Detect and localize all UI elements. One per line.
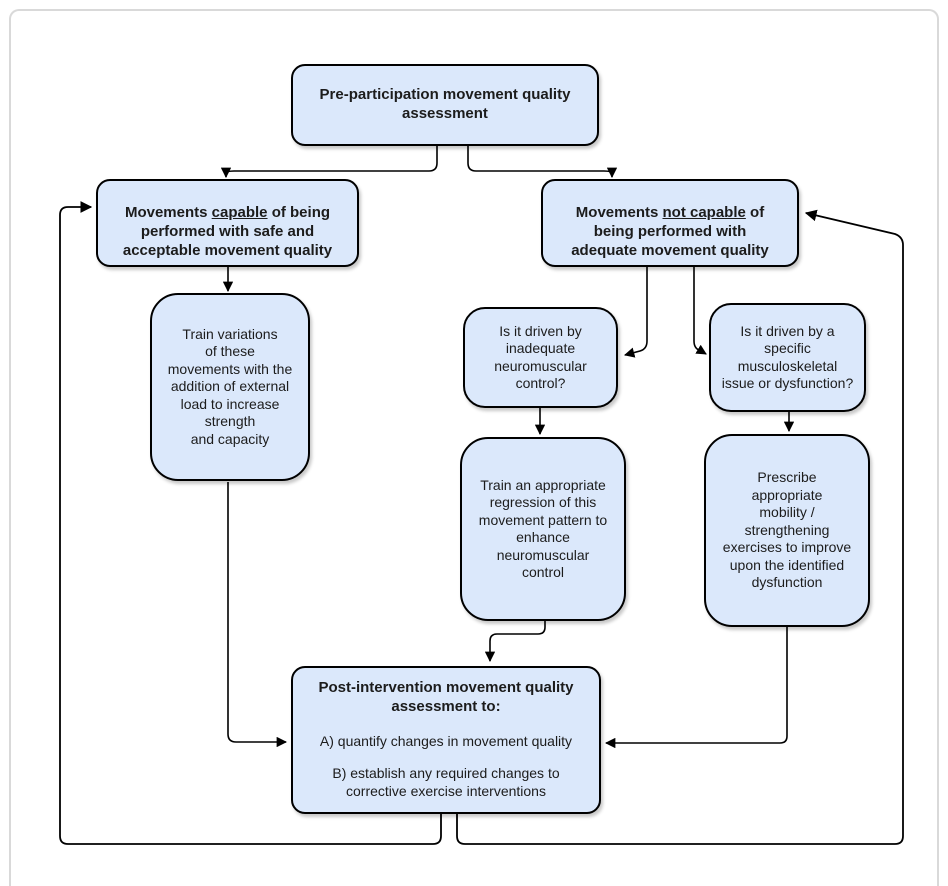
edge-train-variations-to-post <box>227 482 288 748</box>
node-movements-not-capable: Movements not capable of being performed… <box>541 179 799 267</box>
edge-regression-to-post <box>484 621 546 663</box>
node-post-intervention-assessment: Post-intervention movement quality asses… <box>291 666 601 814</box>
post-assessment-heading: Post-intervention movement quality asses… <box>318 679 574 715</box>
node-label: Prescribe appropriate mobility / strengt… <box>722 469 852 591</box>
node-train-regression: Train an appropriate regression of this … <box>460 437 626 621</box>
node-label: Is it driven by inadequate neuromuscular… <box>494 322 587 392</box>
node-label: Train an appropriate regression of this … <box>478 476 608 581</box>
node-pre-participation-assessment: Pre-participation movement quality asses… <box>291 64 599 146</box>
edge-pre-to-capable <box>220 146 438 179</box>
edge-post-loop-to-not-capable <box>456 209 904 845</box>
underlined-word: capable <box>211 204 268 222</box>
node-label: Movements not capable of being performed… <box>571 204 769 259</box>
edge-post-loop-to-capable <box>59 201 442 845</box>
node-musculoskeletal-question: Is it driven by a specific musculoskelet… <box>709 303 866 412</box>
node-neuromuscular-question: Is it driven by inadequate neuromuscular… <box>463 307 618 408</box>
node-movements-capable: Movements capable of being performed wit… <box>96 179 359 267</box>
edge-not-capable-to-neuromuscular <box>623 267 648 358</box>
node-label: Train variations of these movements with… <box>167 325 293 447</box>
node-label: Pre-participation movement quality asses… <box>319 86 571 122</box>
post-assessment-item-b: B) establish any required changes to cor… <box>332 765 560 799</box>
edge-not-capable-to-musculoskeletal <box>693 267 707 355</box>
node-label: Is it driven by a specific musculoskelet… <box>721 322 854 392</box>
node-train-variations: Train variations of these movements with… <box>150 293 310 481</box>
edge-pre-to-not-capable <box>467 146 618 179</box>
post-assessment-item-a: A) quantify changes in movement quality <box>319 732 573 749</box>
edge-prescribe-to-post <box>604 627 788 749</box>
underlined-word: not capable <box>662 204 746 222</box>
node-label: Movements capable of being performed wit… <box>122 204 333 259</box>
node-prescribe-exercises: Prescribe appropriate mobility / strengt… <box>704 434 870 627</box>
